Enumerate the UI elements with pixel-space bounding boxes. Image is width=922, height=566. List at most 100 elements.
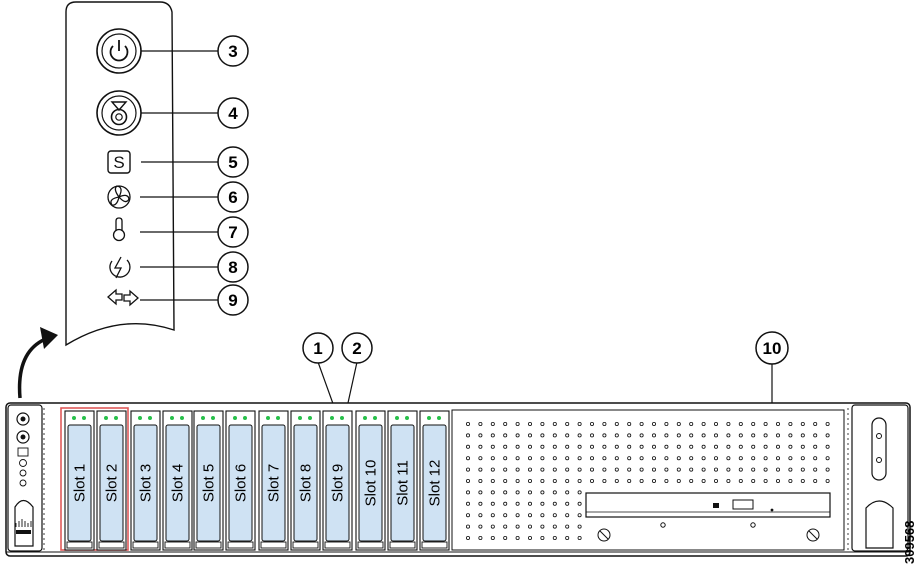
vent-hole [813, 478, 818, 483]
vent-hole [763, 421, 768, 426]
vent-hole [714, 456, 719, 461]
vent-hole [565, 536, 570, 541]
vent-hole [602, 456, 607, 461]
slot-label: Slot 5 [201, 464, 218, 502]
vent-hole [652, 478, 657, 483]
vent-hole [639, 478, 644, 483]
drive-bay[interactable]: Slot 2 [96, 410, 127, 551]
vent-hole [528, 478, 533, 483]
callout-1: 1 [302, 332, 334, 364]
vent-hole [465, 478, 470, 483]
vent-hole [825, 444, 830, 449]
vent-hole [714, 433, 719, 438]
vent-hole [664, 467, 669, 472]
drive-bay[interactable]: Slot 12 [419, 410, 450, 551]
vent-hole [763, 444, 768, 449]
vent-hole [664, 444, 669, 449]
vent-hole [465, 524, 470, 529]
drive-led [427, 416, 431, 420]
vent-hole [639, 444, 644, 449]
vent-hole [639, 421, 644, 426]
vent-hole [515, 456, 520, 461]
vent-hole [738, 467, 743, 472]
drive-bay[interactable]: Slot 9 [322, 410, 353, 551]
vent-hole [602, 421, 607, 426]
vent-holes [465, 421, 830, 541]
callout-10: 10 [755, 331, 789, 365]
vent-hole [726, 421, 731, 426]
vent-hole [465, 501, 470, 506]
drive-bay[interactable]: Slot 6 [225, 410, 256, 551]
vent-hole [726, 433, 731, 438]
vent-hole [602, 467, 607, 472]
vent-hole [751, 467, 756, 472]
vent-hole [590, 421, 595, 426]
drive-bay[interactable]: Slot 11 [387, 410, 418, 551]
vent-hole [825, 456, 830, 461]
vent-hole [478, 524, 483, 529]
drive-led [330, 416, 334, 420]
vent-hole [652, 444, 657, 449]
vent-hole [528, 421, 533, 426]
drive-bay[interactable]: Slot 10 [355, 410, 386, 551]
vent-hole [528, 444, 533, 449]
drive-led [180, 416, 184, 420]
vent-hole [503, 490, 508, 495]
vent-hole [676, 467, 681, 472]
drive-bay[interactable]: Slot 4 [162, 410, 193, 551]
callout-label: 1 [313, 339, 322, 358]
vent-hole [540, 501, 545, 506]
drive-bay[interactable]: Slot 3 [130, 410, 161, 551]
svg-text:S: S [113, 153, 124, 172]
drive-led [82, 416, 86, 420]
drive-led [340, 416, 344, 420]
vent-hole [701, 478, 706, 483]
vent-hole [490, 501, 495, 506]
vent-hole [726, 478, 731, 483]
vent-hole [701, 456, 706, 461]
slot-label: Slot 4 [170, 464, 187, 502]
vent-hole [565, 501, 570, 506]
vent-hole [465, 433, 470, 438]
vent-hole [813, 444, 818, 449]
drive-bay[interactable]: Slot 5 [193, 410, 224, 551]
vent-hole [465, 513, 470, 518]
drive-led [170, 416, 174, 420]
drive-bay[interactable]: Slot 8 [290, 410, 321, 551]
callout-label: 8 [228, 258, 237, 277]
vent-hole [577, 421, 582, 426]
vent-hole [676, 433, 681, 438]
drive-led [104, 416, 108, 420]
vent-hole [503, 513, 508, 518]
vent-hole [465, 490, 470, 495]
drive-led [437, 416, 441, 420]
vent-hole [825, 478, 830, 483]
vent-hole [664, 421, 669, 426]
vent-hole [577, 501, 582, 506]
vent-hole [614, 456, 619, 461]
vent-hole [503, 467, 508, 472]
power-supply-status-icon [109, 256, 131, 279]
vent-hole [813, 456, 818, 461]
drive-bay[interactable]: Slot 1 [64, 410, 95, 551]
vent-hole [528, 467, 533, 472]
vent-hole [552, 456, 557, 461]
drive-led [114, 416, 118, 420]
fan-status-icon [107, 185, 131, 209]
slot-label: Slot 2 [104, 464, 121, 502]
drive-bay[interactable]: Slot 7 [258, 410, 289, 551]
vent-hole [652, 433, 657, 438]
vent-hole [528, 536, 533, 541]
vent-hole [515, 433, 520, 438]
vent-hole [552, 501, 557, 506]
vent-hole [490, 421, 495, 426]
dvd-activity-led [713, 503, 719, 508]
callout-label: 7 [228, 223, 237, 242]
vent-hole [652, 421, 657, 426]
vent-hole [701, 421, 706, 426]
vent-hole [465, 421, 470, 426]
vent-hole [627, 456, 632, 461]
vent-hole [478, 490, 483, 495]
callout-2: 2 [341, 332, 373, 364]
vent-hole [751, 421, 756, 426]
